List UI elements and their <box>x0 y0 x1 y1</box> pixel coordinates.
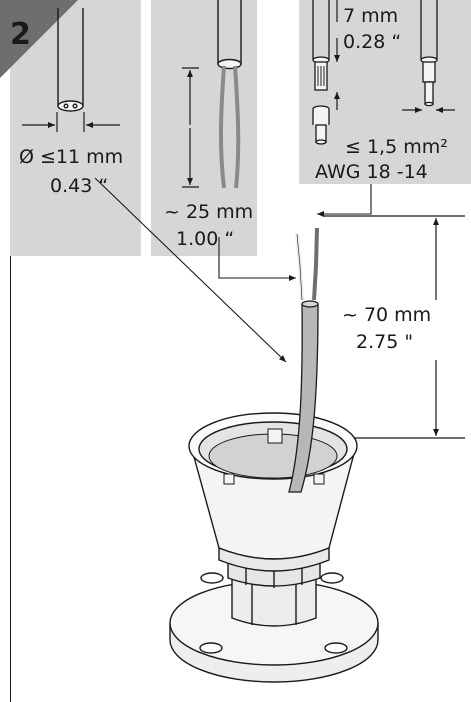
cable-diameter-in: 0.43 “ <box>50 175 108 197</box>
strip-length-in: 1.00 “ <box>176 228 234 250</box>
stripped-cable <box>217 0 242 189</box>
ferrule-wire-left <box>312 0 330 91</box>
cable-length-mm: ~ 70 mm <box>342 304 431 326</box>
diameter-dimension <box>22 112 120 132</box>
cable-length-dimension <box>323 215 465 439</box>
cable-diameter-mm: Ø ≤11 mm <box>19 146 123 168</box>
sensor-housing <box>169 412 379 683</box>
ferrule-part <box>312 105 330 145</box>
ferrule-wire-right <box>420 0 438 107</box>
cable-length-in: 2.75 " <box>356 331 413 353</box>
ferrule-length-in: 0.28 “ <box>343 31 401 53</box>
leader-lines <box>94 177 372 363</box>
ferrule-length-mm: 7 mm <box>343 5 398 27</box>
wire-cross-section: ≤ 1,5 mm² <box>345 136 448 158</box>
wire-gauge: AWG 18 -14 <box>315 161 428 183</box>
step-number: 2 <box>10 17 31 52</box>
strip-length-mm: ~ 25 mm <box>164 201 253 223</box>
main-cable <box>288 227 319 493</box>
strip-length-dimension <box>182 67 199 188</box>
cable-cross-section <box>57 8 84 112</box>
panel-ferrule <box>299 0 471 184</box>
